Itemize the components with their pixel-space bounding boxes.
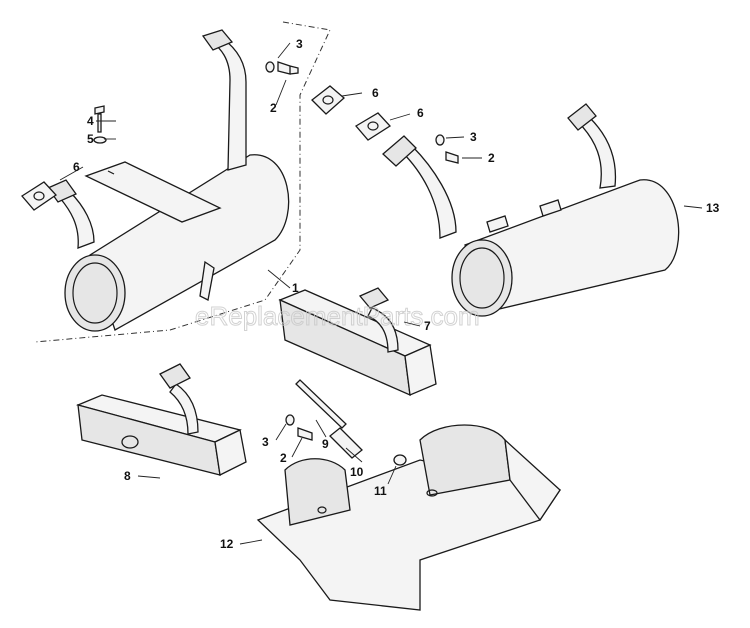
callout-3: 3 [296, 37, 303, 51]
callout-6: 6 [372, 86, 379, 100]
washer-3-right [435, 134, 445, 146]
bolt-2-lower [297, 427, 313, 441]
washer-3-top [265, 61, 275, 73]
callout-6: 6 [417, 106, 424, 120]
callout-7: 7 [424, 319, 431, 333]
callout-9: 9 [322, 437, 329, 451]
callout-labels: 3 2 4 5 6 6 6 3 2 1 13 7 8 3 2 9 10 11 1… [73, 37, 720, 551]
muffler-8 [75, 363, 247, 476]
callout-5: 5 [87, 132, 94, 146]
callout-13: 13 [706, 201, 720, 215]
callout-12: 12 [220, 537, 234, 551]
heat-shield-12 [256, 424, 562, 611]
gasket-6-upper [311, 85, 345, 115]
group-outline-1 [34, 21, 331, 343]
callout-3: 3 [262, 435, 269, 449]
callout-8: 8 [124, 469, 131, 483]
callout-11: 11 [374, 484, 387, 498]
bolt-2-top [277, 61, 299, 75]
washer-3-lower [285, 414, 295, 426]
callout-10: 10 [350, 465, 364, 479]
leader-lines [59, 42, 703, 545]
muffler-7 [278, 287, 437, 397]
stud-9 [295, 379, 347, 429]
bolt-2-right [445, 151, 459, 164]
washer-5 [93, 136, 107, 144]
callout-4: 4 [87, 114, 94, 128]
callout-2: 2 [488, 151, 495, 165]
nut-11 [393, 454, 407, 466]
gasket-6-middle [355, 112, 392, 141]
callout-2: 2 [280, 451, 287, 465]
callout-1: 1 [292, 281, 299, 295]
muffler-13 [382, 103, 680, 317]
callout-6: 6 [73, 160, 80, 174]
bolt-4 [94, 105, 105, 133]
spacer-10 [329, 427, 363, 459]
callout-2: 2 [270, 101, 277, 115]
callout-3: 3 [470, 130, 477, 144]
watermark-text: eReplacementParts.com [195, 301, 480, 331]
gasket-6-left [21, 181, 57, 211]
muffler-1 [47, 29, 290, 332]
